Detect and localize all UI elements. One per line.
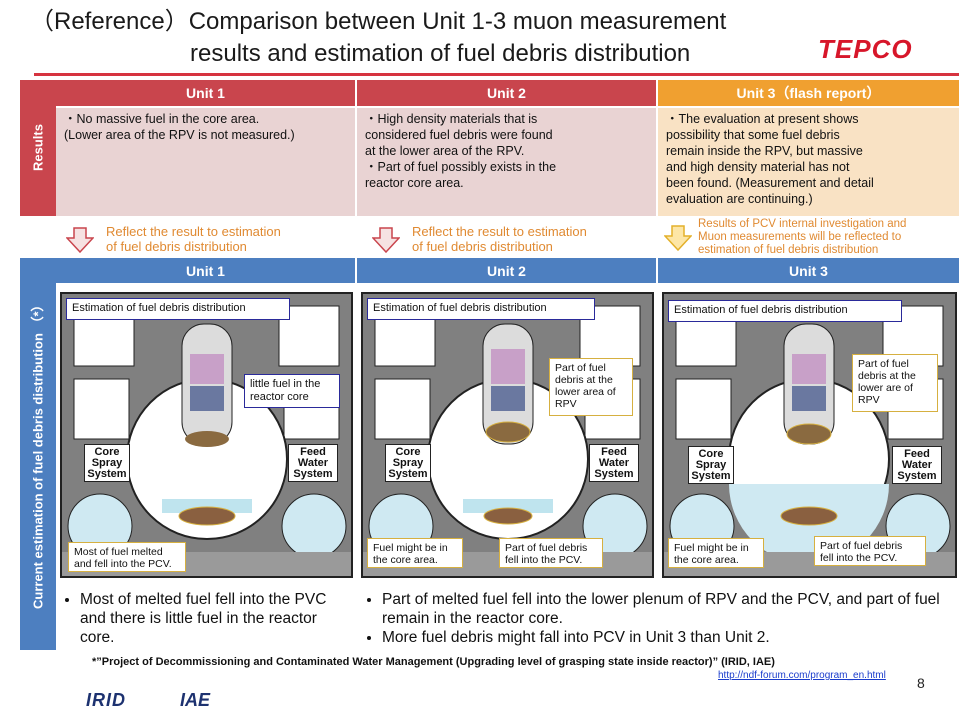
- feed-water-system-unit1: Feed Water System: [288, 444, 338, 482]
- core-spray-system-unit3: Core Spray System: [688, 446, 734, 484]
- results-text-unit3: ・The evaluation at present shows possibi…: [658, 108, 959, 216]
- conclusion-item: Part of melted fuel fell into the lower …: [382, 590, 958, 628]
- results-header-unit2: Unit 2: [357, 80, 656, 106]
- core-spray-system-unit1: Core Spray System: [84, 444, 130, 482]
- results-header-unit3: Unit 3（flash report）: [658, 80, 959, 106]
- page-title: （Reference）Comparison between Unit 1-3 m…: [30, 6, 790, 70]
- unit-header-3: Unit 3: [658, 258, 959, 283]
- diagram-unit3: Estimation of fuel debris distribution P…: [662, 292, 957, 578]
- results-header-unit1: Unit 1: [56, 80, 355, 106]
- reactor-illustration: [363, 305, 652, 576]
- results-text-unit1: ・No massive fuel in the core area. (Lowe…: [56, 108, 355, 216]
- reflect-text-unit1: Reflect the result to estimation of fuel…: [106, 224, 281, 254]
- down-arrow-icon: [371, 227, 401, 254]
- footnote: *”Project of Decommissioning and Contami…: [92, 656, 775, 668]
- estimation-label-unit1: Estimation of fuel debris distribution: [66, 298, 290, 320]
- unit-header-2: Unit 2: [357, 258, 656, 283]
- callout-left-unit2: Fuel might be in the core area.: [367, 538, 463, 568]
- page-number: 8: [917, 675, 925, 691]
- reflect-arrow-unit1: Reflect the result to estimation of fuel…: [65, 221, 356, 257]
- unit-header-1: Unit 1: [56, 258, 355, 283]
- down-arrow-icon: [663, 225, 693, 252]
- down-arrow-icon: [65, 227, 95, 254]
- reference-link[interactable]: http://ndf-forum.com/program_en.html: [718, 670, 886, 681]
- iae-logo: IAE: [180, 690, 211, 710]
- reflect-text-unit3: Results of PCV internal investigation an…: [698, 217, 907, 256]
- callout-left-unit3: Fuel might be in the core area.: [668, 538, 764, 568]
- callout-core-unit1: little fuel in the reactor core: [244, 374, 340, 408]
- estimation-label-unit2: Estimation of fuel debris distribution: [367, 298, 595, 320]
- callout-bottom-unit1: Most of fuel melted and fell into the PC…: [68, 542, 186, 572]
- callout-core-unit2: Part of fuel debris at the lower area of…: [549, 358, 633, 416]
- feed-water-system-unit3: Feed Water System: [892, 446, 942, 484]
- callout-right-unit3: Part of fuel debris fell into the PCV.: [814, 536, 926, 566]
- reactor-illustration: [664, 305, 955, 576]
- conclusion-unit1: Most of melted fuel fell into the PVC an…: [60, 590, 354, 650]
- conclusion-item: More fuel debris might fall into PCV in …: [382, 628, 958, 647]
- diagram-unit2: Estimation of fuel debris distribution P…: [361, 292, 654, 578]
- results-text-unit2: ・High density materials that is consider…: [357, 108, 656, 216]
- conclusion-item: Most of melted fuel fell into the PVC an…: [80, 590, 354, 647]
- reflect-arrow-unit3: Results of PCV internal investigation an…: [663, 217, 959, 257]
- irid-logo: IRID: [86, 690, 126, 710]
- title-line-2: results and estimation of fuel debris di…: [190, 40, 691, 67]
- current-estimation-side-label: Current estimation of fuel debris distri…: [20, 258, 56, 650]
- diagram-unit1: Estimation of fuel debris distribution l…: [60, 292, 353, 578]
- callout-core-unit3: Part of fuel debris at the lower are of …: [852, 354, 938, 412]
- title-line-1: （Reference）Comparison between Unit 1-3 m…: [30, 8, 727, 35]
- estimation-label-unit3: Estimation of fuel debris distribution: [668, 300, 902, 322]
- title-divider: [34, 73, 959, 76]
- reflect-arrow-unit2: Reflect the result to estimation of fuel…: [371, 221, 662, 257]
- reflect-text-unit2: Reflect the result to estimation of fuel…: [412, 224, 587, 254]
- conclusion-unit23: Part of melted fuel fell into the lower …: [362, 590, 958, 650]
- reactor-illustration: [62, 305, 351, 576]
- core-spray-system-unit2: Core Spray System: [385, 444, 431, 482]
- results-side-label: Results: [20, 80, 56, 216]
- feed-water-system-unit2: Feed Water System: [589, 444, 639, 482]
- callout-right-unit2: Part of fuel debris fell into the PCV.: [499, 538, 603, 568]
- tepco-logo: TEPCO: [818, 34, 913, 64]
